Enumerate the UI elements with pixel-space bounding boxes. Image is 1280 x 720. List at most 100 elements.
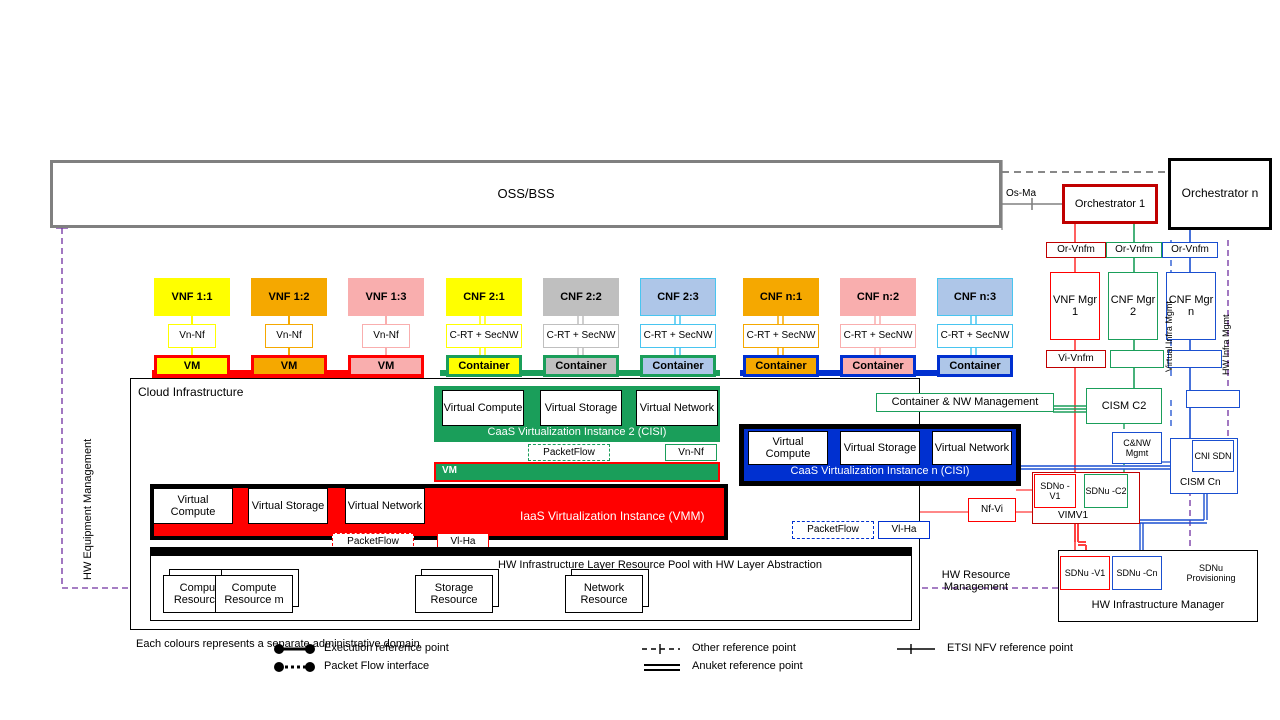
function-box-cnf-n-2[interactable]: CNF n:2 xyxy=(840,278,916,316)
sdnu-provisioning-box[interactable]: SDNu Provisioning xyxy=(1180,556,1242,590)
cnw-mgmt-box[interactable]: C&NW Mgmt xyxy=(1112,432,1162,464)
interface-box-2: Vn-Nf xyxy=(362,324,410,348)
orchestrator-n-box[interactable]: Orchestrator n xyxy=(1168,158,1272,230)
cnf-mgr-n-box[interactable]: CNF Mgr n xyxy=(1166,272,1216,340)
etsi-nfv-reference-point-icon xyxy=(895,642,941,654)
execution-reference-point-icon xyxy=(272,642,318,654)
legend-label-other-reference-point: Other reference point xyxy=(692,642,796,654)
sdnu-c2-label: SDNu -C2 xyxy=(1085,485,1127,496)
cisin-vl-ha-label: Vl-Ha xyxy=(878,521,930,539)
runtime-box-6[interactable]: Container xyxy=(743,355,819,377)
interface-box-3: C-RT + SecNW xyxy=(446,324,522,348)
cisi2-virtual-compute: Virtual Compute xyxy=(442,390,524,426)
runtime-box-3[interactable]: Container xyxy=(446,355,522,377)
cni-sdn-box[interactable]: CNI SDN xyxy=(1192,440,1234,472)
ossbss-box[interactable]: OSS/BSS xyxy=(50,160,1002,228)
virtual-infra-mgmt-label: Virtual Infra Mgmt xyxy=(1164,301,1174,372)
function-box-vnf-1-3[interactable]: VNF 1:3 xyxy=(348,278,424,316)
iaas-virtual-storage: Virtual Storage xyxy=(248,488,328,524)
sdnu-v1-box[interactable]: SDNu -V1 xyxy=(1060,556,1110,590)
sdnu-cn-label: SDNu -Cn xyxy=(1116,567,1158,578)
cisin-packetflow-label: PacketFlow xyxy=(792,521,874,539)
legend-label-execution-reference-point: Execution reference point xyxy=(324,642,449,654)
sdnu-v1-label: SDNu -V1 xyxy=(1064,567,1106,578)
hw-infra-mgmt-label: HW Infra Mgmt xyxy=(1221,314,1231,375)
cism-cn-label: CISM Cn xyxy=(1180,477,1221,488)
orchestrator-1-box[interactable]: Orchestrator 1 xyxy=(1062,184,1158,224)
vimv1-label: VIMV1 xyxy=(1058,510,1089,521)
legend-label-packet-flow-interface: Packet Flow interface xyxy=(324,660,430,672)
function-box-cnf-n-3[interactable]: CNF n:3 xyxy=(937,278,1013,316)
cisi2-virtual-network: Virtual Network xyxy=(636,390,718,426)
interface-box-5: C-RT + SecNW xyxy=(640,324,716,348)
hw-pool-label: HW Infrastructure Layer Resource Pool wi… xyxy=(498,559,823,571)
resource-box-2[interactable]: Storage Resource xyxy=(415,575,493,613)
interface-box-6: C-RT + SecNW xyxy=(743,324,819,348)
sdno-v1-box[interactable]: SDNo -V1 xyxy=(1034,474,1076,508)
function-box-cnf-2-1[interactable]: CNF 2:1 xyxy=(446,278,522,316)
container-nw-management-box[interactable]: Container & NW Management xyxy=(876,393,1054,412)
cisin-label: CaaS Virtualization Instance n (CISI) xyxy=(790,464,970,477)
sdnu-c2-box[interactable]: SDNu -C2 xyxy=(1084,474,1128,508)
os-ma-label: Os-Ma xyxy=(1006,188,1036,199)
iaas-virtual-compute: Virtual Compute xyxy=(153,488,233,524)
cisi2-virtual-storage: Virtual Storage xyxy=(540,390,622,426)
iaas-label: IaaS Virtualization Instance (VMM) xyxy=(520,509,705,523)
cisi2-label: CaaS Virtualization Instance 2 (CISI) xyxy=(487,425,667,438)
sdno-v1-label: SDNo -V1 xyxy=(1040,480,1070,501)
interface-box-4: C-RT + SecNW xyxy=(543,324,619,348)
interface-box-1: Vn-Nf xyxy=(265,324,313,348)
resource-box-3[interactable]: Network Resource xyxy=(565,575,643,613)
footer-note: Each colours represents a separate admin… xyxy=(136,638,420,650)
cism-c2-box[interactable]: CISM C2 xyxy=(1086,388,1162,424)
cisi2-vn-nf-label: Vn-Nf xyxy=(665,444,717,461)
cnf-mgr-2-box[interactable]: CNF Mgr 2 xyxy=(1108,272,1158,340)
interface-box-7: C-RT + SecNW xyxy=(840,324,916,348)
resource-box-1[interactable]: Compute Resource m xyxy=(215,575,293,613)
hw-equipment-management-label: HW Equipment Management xyxy=(82,438,94,580)
anuket-reference-point-icon xyxy=(640,660,686,672)
function-box-vnf-1-2[interactable]: VNF 1:2 xyxy=(251,278,327,316)
legend-item-etsi-nfv-reference-point: ETSI NFV reference point xyxy=(895,640,1073,656)
cisin-virtual-storage: Virtual Storage xyxy=(840,431,920,465)
legend-item-other-reference-point: Other reference point xyxy=(640,640,796,656)
cisin-virtual-compute: Virtual Compute xyxy=(748,431,828,465)
runtime-box-7[interactable]: Container xyxy=(840,355,916,377)
iaas-virtual-network: Virtual Network xyxy=(345,488,425,524)
vi-vnfm-box-2 xyxy=(1110,350,1164,368)
runtime-box-4[interactable]: Container xyxy=(543,355,619,377)
vi-vnfm-box-3 xyxy=(1168,350,1222,368)
sdnu-cn-box[interactable]: SDNu -Cn xyxy=(1112,556,1162,590)
other-reference-point-icon xyxy=(640,642,686,654)
legend-item-execution-reference-point: Execution reference point xyxy=(272,640,449,656)
vi-vnfm-box-4 xyxy=(1186,390,1240,408)
runtime-box-8[interactable]: Container xyxy=(937,355,1013,377)
cisi2-vm-bar xyxy=(434,462,720,482)
legend-item-packet-flow-interface: Packet Flow interface xyxy=(272,658,429,674)
runtime-box-5[interactable]: Container xyxy=(640,355,716,377)
vnf-mgr-1-box[interactable]: VNF Mgr 1 xyxy=(1050,272,1100,340)
interface-box-8: C-RT + SecNW xyxy=(937,324,1013,348)
function-box-cnf-2-2[interactable]: CNF 2:2 xyxy=(543,278,619,316)
runtime-box-0[interactable]: VM xyxy=(154,355,230,377)
legend-label-etsi-nfv-reference-point: ETSI NFV reference point xyxy=(947,642,1073,654)
interface-box-0: Vn-Nf xyxy=(168,324,216,348)
function-box-cnf-2-3[interactable]: CNF 2:3 xyxy=(640,278,716,316)
function-box-vnf-1-1[interactable]: VNF 1:1 xyxy=(154,278,230,316)
nf-vi-box: Nf-Vi xyxy=(968,498,1016,522)
or-vnfm-label-3: Or-Vnfm xyxy=(1162,242,1218,258)
function-box-cnf-n-1[interactable]: CNF n:1 xyxy=(743,278,819,316)
cisi2-vm-label: VM xyxy=(442,465,457,476)
cloud-infrastructure-title: Cloud Infrastructure xyxy=(138,385,244,399)
vi-vnfm-label: Vi-Vnfm xyxy=(1046,350,1106,368)
legend-label-anuket-reference-point: Anuket reference point xyxy=(692,660,803,672)
or-vnfm-label-1: Or-Vnfm xyxy=(1046,242,1106,258)
hw-infrastructure-manager-label: HW Infrastructure Manager xyxy=(1091,598,1225,611)
runtime-box-2[interactable]: VM xyxy=(348,355,424,377)
runtime-box-1[interactable]: VM xyxy=(251,355,327,377)
hw-abstraction-bar xyxy=(150,547,912,555)
legend-item-anuket-reference-point: Anuket reference point xyxy=(640,658,803,674)
hw-resource-management-label: HW Resource Management xyxy=(941,568,1011,593)
